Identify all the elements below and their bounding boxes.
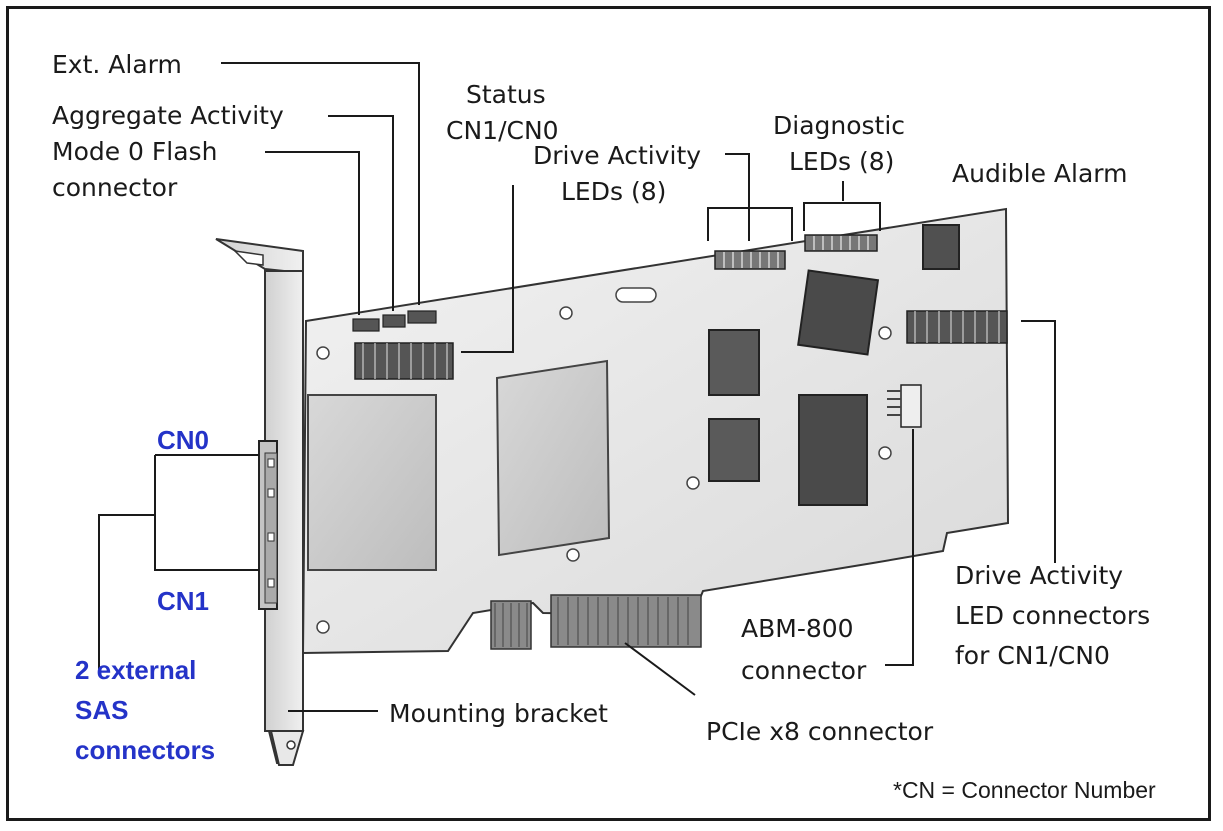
label-mode0-flash-line2: connector: [52, 173, 178, 202]
label-drive-led-connectors: Drive Activity: [955, 561, 1124, 590]
label-cn0: CN0: [157, 425, 210, 455]
raid-card-illustration: [98, 62, 1056, 766]
label-external-sas: 2 external: [75, 655, 197, 685]
chip-1: [708, 329, 760, 396]
pcie-gold-fingers: [490, 594, 702, 650]
label-external-sas-line3: connectors: [75, 735, 216, 765]
diagnostic-led-row: [804, 234, 878, 252]
label-drive-led-connectors-line3: for CN1/CN0: [955, 641, 1110, 670]
label-diagnostic-leds: Diagnostic: [773, 111, 906, 140]
label-mounting-bracket: Mounting bracket: [389, 699, 608, 728]
leader-lines: [98, 62, 1056, 712]
label-cn1: CN1: [157, 586, 210, 616]
label-external-sas-line2: SAS: [75, 695, 129, 725]
abm-connector-part: [887, 384, 922, 428]
label-pcie-connector: PCIe x8 connector: [706, 717, 934, 746]
audible-alarm-part: [922, 224, 960, 270]
chip-3: [798, 394, 868, 506]
mounting-bracket-shape: [215, 238, 305, 766]
label-ext-alarm: Ext. Alarm: [52, 50, 182, 79]
heatsink-center: [495, 359, 611, 557]
mounting-holes: [316, 287, 892, 634]
diagram-frame: Ext. Alarm Aggregate Activity Mode 0 Fla…: [6, 6, 1211, 821]
label-mode0-flash: Mode 0 Flash: [52, 137, 218, 166]
label-drive-activity-leds: Drive Activity: [533, 141, 702, 170]
label-status: Status: [466, 80, 546, 109]
label-status-line2: CN1/CN0: [446, 116, 559, 145]
chip-2: [708, 418, 760, 482]
processor-chip: [797, 269, 880, 356]
label-drive-activity-leds-line2: LEDs (8): [561, 177, 667, 206]
heatsink-left: [307, 394, 437, 571]
label-aggregate-activity: Aggregate Activity: [52, 101, 284, 130]
label-drive-led-connectors-line2: LED connectors: [955, 601, 1151, 630]
label-abm-800: ABM-800: [741, 614, 854, 643]
label-diagnostic-leds-line2: LEDs (8): [789, 147, 895, 176]
small-headers: [352, 310, 437, 332]
label-abm-800-line2: connector: [741, 656, 867, 685]
label-audible-alarm: Audible Alarm: [952, 159, 1128, 188]
drive-activity-led-row: [714, 250, 786, 270]
drive-led-connector-header: [906, 310, 1008, 344]
footnote: *CN = Connector Number: [893, 777, 1156, 803]
status-header: [354, 342, 454, 380]
